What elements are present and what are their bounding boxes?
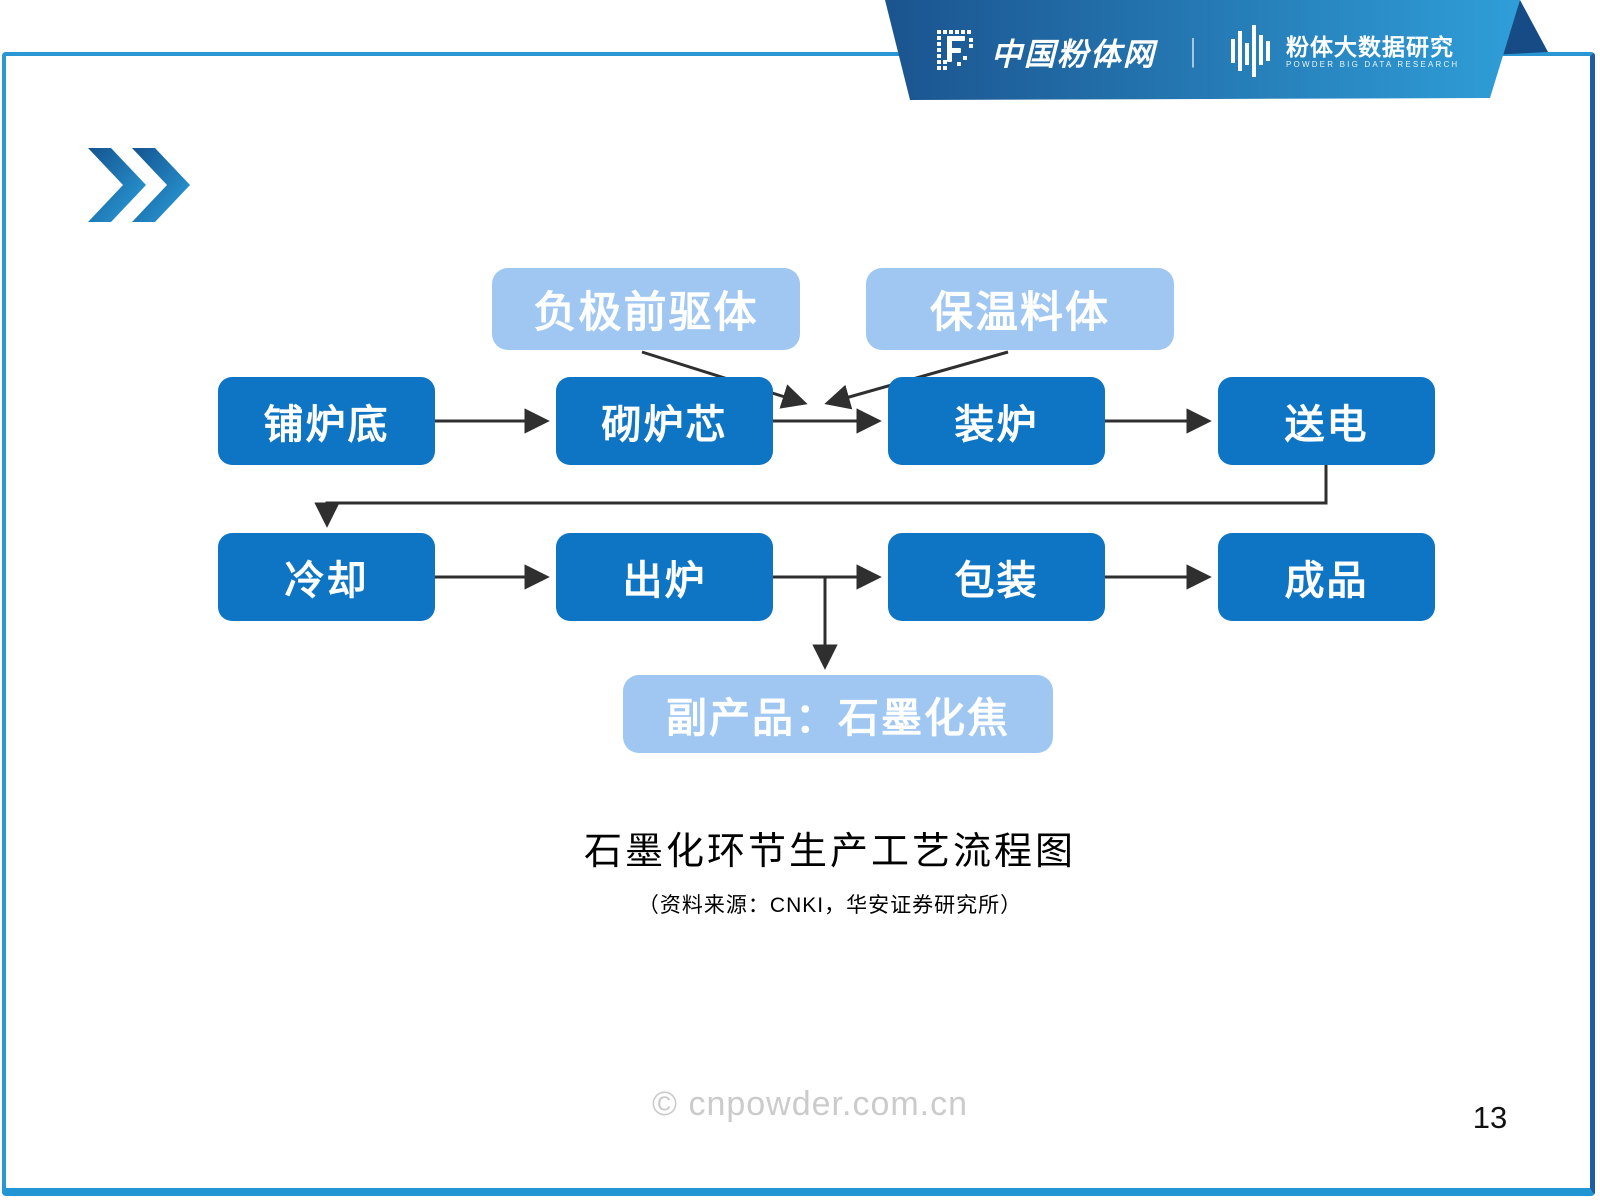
header-ribbon-banner	[885, 0, 1548, 100]
process-box-build-furnace-core: 砌炉芯	[556, 377, 773, 465]
process-box-label: 冷却	[284, 559, 369, 603]
watermark: © cnpowder.com.cn	[651, 1085, 969, 1123]
process-box-label: 砌炉芯	[601, 403, 728, 447]
big-data-bars-icon	[1231, 25, 1270, 77]
brand-left: 中国粉体网	[935, 28, 1156, 74]
process-box-load-furnace: 装炉	[888, 377, 1105, 465]
figure-title: 石墨化环节生产工艺流程图	[583, 831, 1076, 873]
brand-right-subtitle: POWDER BIG DATA RESEARCH	[1286, 59, 1460, 69]
double-chevron-icon	[88, 148, 190, 222]
process-box-label: 铺炉底	[263, 403, 390, 447]
process-box-label: 送电	[1284, 403, 1369, 447]
brand-right: 粉体大数据研究 POWDER BIG DATA RESEARCH	[1230, 25, 1459, 77]
process-box-label: 包装	[954, 559, 1039, 603]
header-branding: 中国粉体网 ｜ 粉体大数据研究 POWDER BIG DATA RESEARCH	[935, 18, 1459, 84]
arrow-row1-to-row2-elbow	[314, 465, 1328, 528]
process-box-cooling: 冷却	[218, 533, 435, 621]
process-box-label: 出炉	[622, 559, 707, 603]
brand-left-name: 中国粉体网	[991, 36, 1156, 72]
input-box-insulation-label: 保温料体	[930, 289, 1110, 337]
process-box-label: 成品	[1284, 559, 1369, 603]
process-box-finished-product: 成品	[1218, 533, 1435, 621]
brand-right-text: 粉体大数据研究 POWDER BIG DATA RESEARCH	[1286, 34, 1459, 69]
page-number: 13	[1472, 1100, 1508, 1135]
input-box-insulation: 保温料体	[866, 268, 1174, 350]
figure-source: （资料来源：CNKI，华安证券研究所）	[637, 894, 1023, 917]
cnpowder-logo-icon	[937, 30, 973, 70]
byproduct-box-label: 副产品：石墨化焦	[666, 695, 1010, 741]
brand-right-title: 粉体大数据研究	[1286, 33, 1454, 60]
slide-border-frame	[2, 52, 1595, 1196]
byproduct-box: 副产品：石墨化焦	[623, 675, 1053, 753]
input-box-precursor: 负极前驱体	[492, 268, 800, 350]
process-box-discharge: 出炉	[556, 533, 773, 621]
figure-caption: 石墨化环节生产工艺流程图 （资料来源：CNKI，华安证券研究所）	[420, 820, 1240, 919]
process-box-label: 装炉	[954, 403, 1039, 447]
process-box-lay-furnace-bottom: 铺炉底	[218, 377, 435, 465]
brand-divider: ｜	[1178, 38, 1208, 71]
process-box-power-on: 送电	[1218, 377, 1435, 465]
input-box-precursor-label: 负极前驱体	[533, 289, 759, 337]
process-box-packaging: 包装	[888, 533, 1105, 621]
